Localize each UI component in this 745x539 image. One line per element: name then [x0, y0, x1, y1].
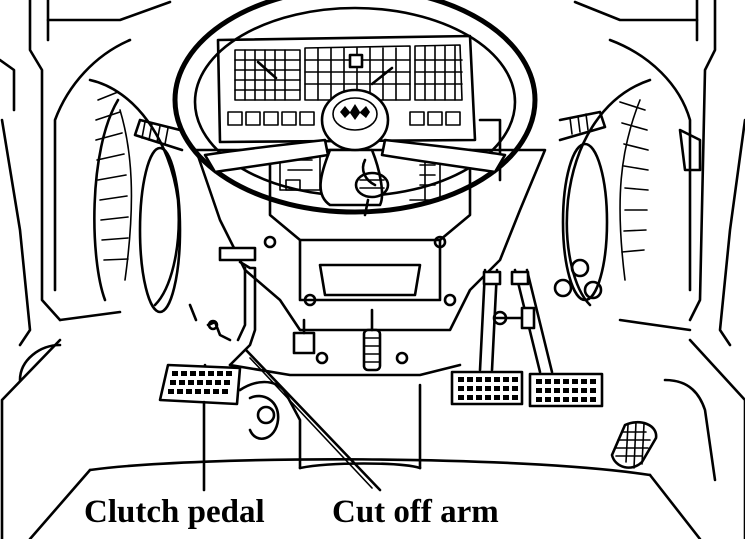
clutch-pedal-label: Clutch pedal	[84, 494, 265, 530]
clutch-pedal	[158, 363, 242, 406]
brake-pedals	[450, 268, 604, 408]
right-rear-tire	[553, 78, 652, 307]
steering-wheel-logo-icon	[340, 104, 370, 120]
cut-off-arm-linkage	[188, 246, 257, 367]
cut-off-arm-label: Cut off arm	[332, 494, 499, 530]
instrument-panel	[216, 34, 477, 144]
center-levers	[292, 308, 409, 372]
gear-shift	[354, 158, 390, 217]
steering-wheel	[172, 0, 538, 215]
left-rear-tire	[88, 78, 182, 314]
callouts: Clutch pedal Cut off arm	[84, 348, 499, 530]
accelerator-pedal	[610, 420, 658, 469]
cab-frame	[0, 0, 745, 347]
cut-off-arm-leader-line	[244, 348, 382, 492]
steering-console	[133, 110, 607, 332]
